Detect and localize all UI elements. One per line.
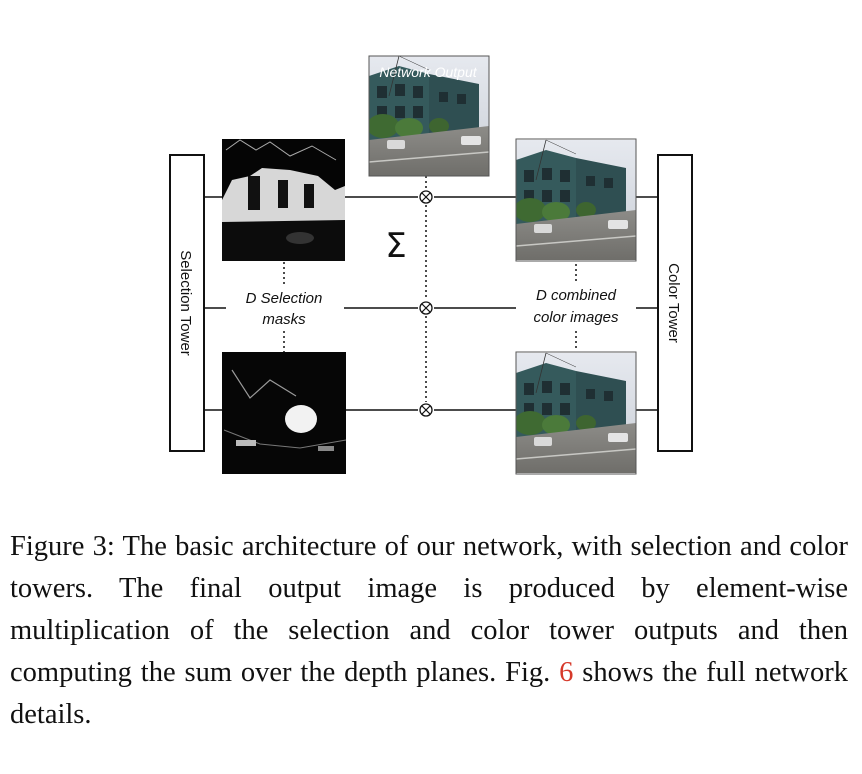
- color-tower-label: Color Tower: [665, 263, 682, 343]
- multiply-icons: [419, 190, 433, 417]
- connector-lines: [204, 196, 658, 411]
- selection-tower-box: [169, 154, 205, 452]
- network-output-label: Network Output: [379, 64, 477, 80]
- figure-reference-link[interactable]: 6: [559, 657, 574, 688]
- combined-images-label-line2: color images: [533, 309, 619, 326]
- selection-masks-label: D Selection: [246, 290, 323, 307]
- selection-tower-label: Selection Tower: [177, 250, 194, 356]
- dotted-lines: [283, 176, 577, 402]
- selection-masks-label-line2: masks: [262, 311, 306, 328]
- combined-image-top: [515, 138, 637, 262]
- combined-image-bottom: [515, 351, 637, 475]
- network-output-image: Network Output: [368, 55, 490, 177]
- color-tower-box: [657, 154, 693, 452]
- figure-caption: Figure 3: The basic architecture of our …: [10, 526, 848, 736]
- selection-mask-bottom: [222, 352, 347, 474]
- architecture-figure: Selection Tower Color Tower: [169, 55, 693, 475]
- selection-mask-top: [222, 139, 345, 261]
- combined-images-label: D combined: [536, 287, 617, 304]
- caption-text-end: shows the full network details.: [10, 657, 848, 730]
- caption-text: Figure 3: The basic architecture of our …: [10, 531, 848, 688]
- sum-symbol: Σ: [385, 226, 406, 266]
